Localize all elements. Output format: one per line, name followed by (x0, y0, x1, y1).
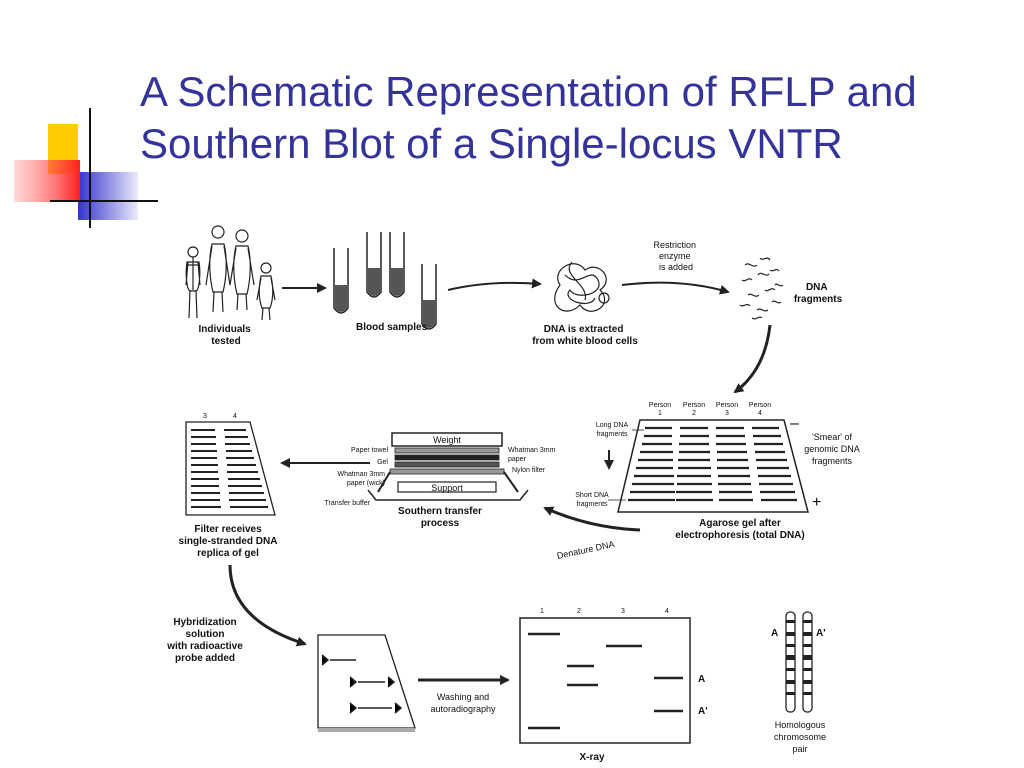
support-label: Support (431, 483, 463, 493)
gel-plus: + (812, 494, 821, 511)
individuals-label: Individuals tested (198, 324, 253, 347)
dna-extract-label: DNA is extracted from white blood cells (532, 324, 638, 347)
person-figure (229, 229, 255, 311)
arrow-dna-to-fragments (621, 281, 730, 295)
paper-towel-label: Paper towel (351, 447, 388, 454)
xray-lane-label: 2 (577, 608, 581, 615)
agarose-gel (617, 419, 809, 513)
chromosome-a2-label: A' (816, 628, 826, 639)
buffer-tray (367, 489, 529, 501)
dna-extract-line: from white blood cells (532, 336, 638, 347)
restriction-label: Restriction enzyme is added (653, 240, 698, 272)
wick-sides (377, 471, 519, 493)
nylon-layer (394, 461, 500, 468)
chromosome-a-label: A (771, 628, 778, 639)
xray-lane-labels: 1 2 3 4 (540, 608, 669, 615)
transfer-buffer-label: Transfer buffer (324, 500, 370, 507)
xray-lane-label: 4 (665, 608, 669, 615)
title-line-1: A Schematic Representation of RFLP and (140, 68, 917, 115)
weight-block (391, 432, 503, 447)
title-line-2: Southern Blot of a Single-locus VNTR (140, 120, 843, 167)
slide-title: A Schematic Representation of RFLP and S… (140, 66, 1000, 170)
arrow-blood-to-dna (447, 278, 542, 291)
nylon-label: Nylon filter (512, 467, 546, 474)
arrow-gel-to-transfer (543, 506, 641, 532)
filter-base (318, 728, 415, 732)
filter-lane-label: 4 (233, 413, 237, 420)
blood-label: Blood samples (356, 322, 428, 333)
transfer-apparatus (367, 432, 529, 501)
individuals-figures (185, 225, 276, 321)
wick-layer (389, 468, 505, 475)
chromosome (802, 611, 813, 713)
xray-lane-label: 3 (621, 608, 625, 615)
fragments-line: fragments (794, 294, 843, 305)
gel-layer (394, 454, 500, 461)
nylon-filter (185, 421, 276, 516)
corner-decoration (14, 108, 158, 228)
xray-label: X-ray (579, 752, 604, 763)
xray-allele-a: A (698, 674, 705, 685)
gel-label: Gel (377, 459, 388, 466)
restriction-line: Restriction (653, 240, 696, 250)
tube (389, 232, 405, 298)
person-figure (185, 246, 201, 319)
support-block (397, 481, 497, 493)
xray-allele-a2: A' (698, 706, 708, 717)
probe-marks (321, 654, 403, 714)
xray-film (519, 617, 691, 744)
chromosome (785, 611, 796, 713)
arrow-filter-to-hybridization (228, 564, 307, 647)
red-square (14, 160, 80, 202)
fragments-line: DNA (806, 282, 827, 293)
gel-minus: – (790, 415, 799, 432)
denature-label: Denature DNA (556, 539, 615, 561)
tube (366, 232, 382, 298)
fragments-label: DNA fragments (794, 282, 843, 305)
restriction-line: is added (659, 262, 693, 272)
dna-extract-line: DNA is extracted (544, 324, 624, 335)
xray-bands (528, 632, 683, 730)
filter-lane-label: 3 (203, 413, 207, 420)
person-figure (205, 225, 231, 313)
dna-fragments (739, 257, 784, 320)
weight-label: Weight (433, 435, 461, 445)
dna-tangle (554, 261, 610, 312)
gel-smears (628, 426, 797, 502)
person-figure (256, 262, 276, 321)
individuals-line: tested (211, 336, 240, 347)
arrow-fragments-to-gel (733, 324, 772, 394)
blood-fill (335, 268, 435, 328)
restriction-line: enzyme (659, 251, 691, 261)
xray-lane-label: 1 (540, 608, 544, 615)
chromosome-pair (785, 611, 813, 713)
blood-tubes (333, 232, 437, 330)
individuals-line: Individuals (198, 324, 251, 335)
paper-towel-layer (394, 447, 500, 454)
blue-square (78, 172, 138, 220)
tube (421, 264, 437, 330)
filter-bands (191, 429, 268, 508)
tube (333, 248, 349, 314)
